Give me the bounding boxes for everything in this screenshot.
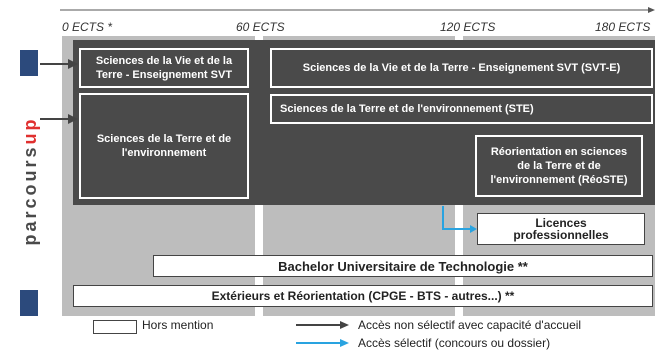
tick-60-ects: 60 ECTS: [236, 20, 285, 34]
legend-non-selectif: Accès non sélectif avec capacité d'accue…: [358, 318, 582, 332]
legend-hors-mention: Hors mention: [142, 318, 214, 332]
parcoursup-entry-arrows: [40, 59, 78, 124]
logo-letter: r: [19, 157, 40, 168]
tick-0-ects: 0 ECTS *: [62, 20, 113, 34]
logo-letter: u: [19, 130, 40, 145]
logo-letter: a: [19, 218, 40, 232]
legend-selectif: Accès sélectif (concours ou dossier): [358, 336, 551, 350]
logo-letter: p: [19, 116, 40, 131]
logo-top-bar: [20, 50, 38, 76]
box-svte: Sciences de la Vie et de la Terre - Ense…: [270, 48, 653, 88]
parcoursup-logo: p a r c o u r s u p: [18, 50, 40, 316]
box-svt-l1: Sciences de la Vie et de la Terre - Ense…: [79, 48, 249, 88]
legend-blue-arrow: [296, 339, 349, 347]
logo-letter: o: [19, 181, 40, 196]
box-ste: Sciences de la Terre et de l'environneme…: [270, 94, 653, 124]
box-reoste: Réorientation en sciences de la Terre et…: [475, 135, 643, 197]
box-exterieurs: Extérieurs et Réorientation (CPGE - BTS …: [73, 285, 653, 307]
legend-dark-arrow: [296, 321, 349, 329]
legend-hors-mention-swatch: [93, 320, 137, 334]
logo-letter: s: [19, 144, 40, 158]
logo-bottom-bar: [20, 290, 38, 316]
logo-letter: p: [19, 231, 40, 246]
box-ste-l1: Sciences de la Terre et de l'environneme…: [79, 93, 249, 199]
tick-120-ects: 120 ECTS: [440, 20, 496, 34]
logo-letter: u: [19, 167, 40, 182]
tick-180-ects: 180 ECTS: [595, 20, 651, 34]
ects-axis-line: [60, 7, 655, 13]
box-licences-pro: Licences professionnelles: [477, 213, 645, 245]
selective-access-arrow: [442, 206, 477, 233]
logo-letter: c: [19, 195, 40, 209]
logo-letter: r: [19, 208, 40, 219]
box-but: Bachelor Universitaire de Technologie **: [153, 255, 653, 277]
